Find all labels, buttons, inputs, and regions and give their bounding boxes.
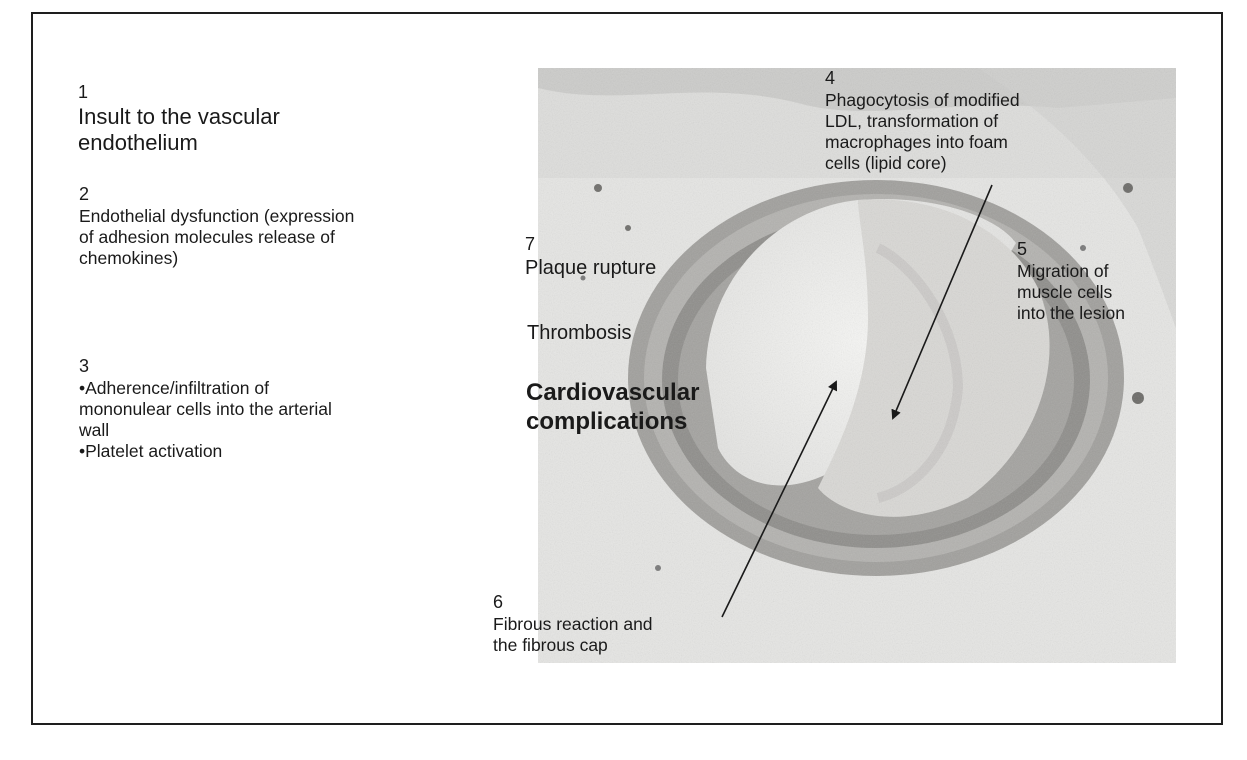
- step-5-number: 5: [1017, 239, 1125, 261]
- step-1-line-1: Insult to the vascular: [78, 104, 280, 130]
- step-3-number: 3: [79, 356, 332, 378]
- step-6-number: 6: [493, 592, 653, 614]
- step-6-line-2: the fibrous cap: [493, 635, 653, 656]
- cardiovascular-complications-label: Cardiovascular complications: [526, 379, 699, 437]
- step-7-number: 7: [525, 234, 656, 256]
- step-4-line-1: Phagocytosis of modified: [825, 90, 1020, 111]
- step-6-line-1: Fibrous reaction and: [493, 614, 653, 635]
- step-5: 5 Migration of muscle cells into the les…: [1017, 239, 1125, 324]
- step-5-line-1: Migration of: [1017, 261, 1125, 282]
- step-4-line-4: cells (lipid core): [825, 153, 1020, 174]
- step-1: 1 Insult to the vascular endothelium: [78, 82, 280, 156]
- step-4: 4 Phagocytosis of modified LDL, transfor…: [825, 68, 1020, 174]
- step-4-number: 4: [825, 68, 1020, 90]
- step-5-line-2: muscle cells: [1017, 282, 1125, 303]
- step-1-number: 1: [78, 82, 280, 104]
- step-2-number: 2: [79, 184, 354, 206]
- step-1-line-2: endothelium: [78, 130, 280, 156]
- step-2-line-2: of adhesion molecules release of: [79, 227, 354, 248]
- step-2-line-1: Endothelial dysfunction (expression: [79, 206, 354, 227]
- step-2: 2 Endothelial dysfunction (expression of…: [79, 184, 354, 269]
- complications-line-2: complications: [526, 408, 699, 437]
- step-3-line-1: •Adherence/infiltration of: [79, 378, 332, 399]
- step-3: 3 •Adherence/infiltration of mononulear …: [79, 356, 332, 462]
- step-3-line-2: mononulear cells into the arterial: [79, 399, 332, 420]
- step-6: 6 Fibrous reaction and the fibrous cap: [493, 592, 653, 656]
- step-3-line-4: •Platelet activation: [79, 441, 332, 462]
- step-4-line-2: LDL, transformation of: [825, 111, 1020, 132]
- step-4-line-3: macrophages into foam: [825, 132, 1020, 153]
- step-2-line-3: chemokines): [79, 248, 354, 269]
- step-7: 7 Plaque rupture: [525, 234, 656, 280]
- thrombosis-label: Thrombosis: [527, 321, 631, 345]
- step-3-line-3: wall: [79, 420, 332, 441]
- complications-line-1: Cardiovascular: [526, 379, 699, 408]
- step-5-line-3: into the lesion: [1017, 303, 1125, 324]
- step-7-line-1: Plaque rupture: [525, 256, 656, 280]
